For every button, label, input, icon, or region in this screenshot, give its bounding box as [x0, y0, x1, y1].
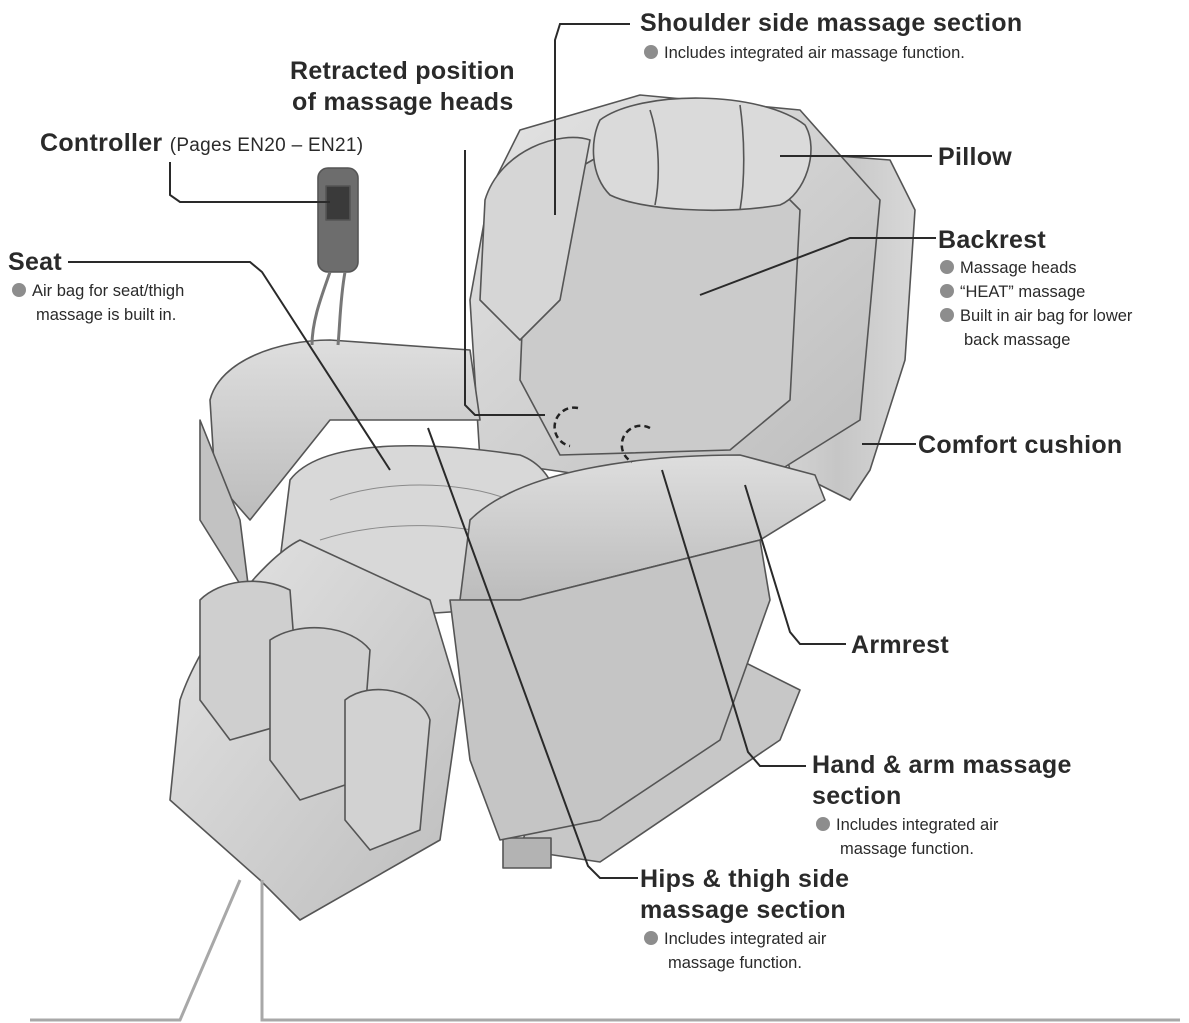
leader-armrest [744, 484, 846, 645]
label-seat-title: Seat [8, 248, 63, 276]
label-pillow: Pillow [938, 143, 1013, 171]
label-hips-thigh-title: Hips & thigh side massage section [640, 865, 850, 924]
leader-lines [68, 23, 936, 879]
bullet-icon [816, 817, 830, 831]
leader-shoulder [554, 23, 630, 215]
leader-controller [169, 162, 330, 203]
label-hand-arm-title: Hand & arm massage section [812, 751, 1072, 810]
label-shoulder-title: Shoulder side massage section [640, 9, 1023, 37]
label-seat-notes: Air bag for seat/thigh massage is built … [12, 279, 184, 327]
label-controller: Controller (Pages EN20 – EN21) [40, 129, 364, 157]
leader-hand-arm [661, 469, 806, 767]
leader-backrest [699, 237, 936, 296]
bullet-icon [940, 284, 954, 298]
bullet-icon [940, 260, 954, 274]
chair-shape [169, 94, 916, 921]
label-retracted-title: Retracted position of massage heads [290, 57, 515, 116]
leader-seat [68, 261, 391, 471]
leader-retracted [464, 150, 545, 416]
label-hand-arm-notes: Includes integrated air massage function… [816, 813, 998, 861]
bullet-icon [644, 931, 658, 945]
leader-hips [427, 427, 638, 879]
bullet-icon [940, 308, 954, 322]
bullet-icon [644, 45, 658, 59]
label-shoulder-note: Includes integrated air massage function… [644, 41, 965, 65]
label-backrest-notes: Massage heads “HEAT” massage Built in ai… [940, 256, 1132, 352]
label-backrest-title: Backrest [938, 226, 1047, 254]
label-armrest: Armrest [851, 631, 949, 659]
bottom-bracket [30, 879, 1180, 1022]
label-hips-thigh-notes: Includes integrated air massage function… [644, 927, 826, 975]
label-comfort-cushion: Comfort cushion [918, 431, 1123, 459]
bullet-icon [12, 283, 26, 297]
